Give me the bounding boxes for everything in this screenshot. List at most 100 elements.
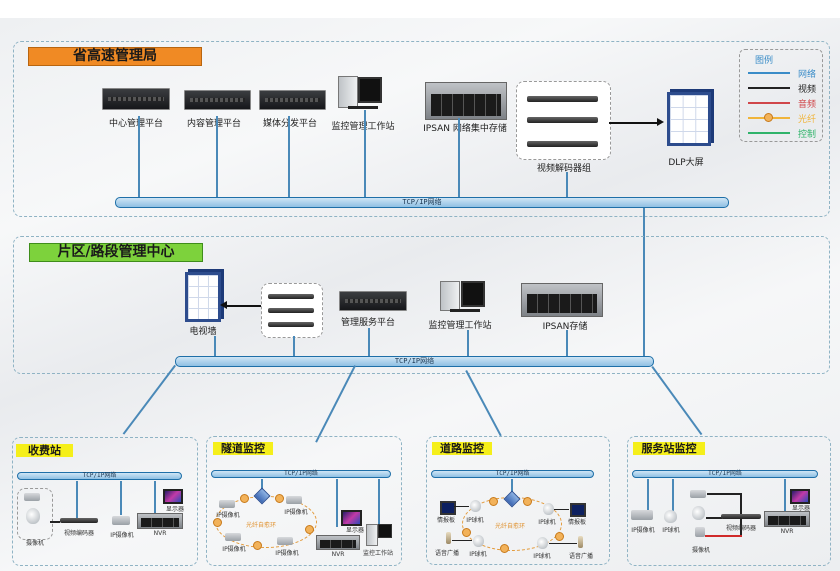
ip-dome-camera-icon [470, 500, 481, 512]
ip-camera-label: IP摄像机 [275, 550, 299, 557]
ip-camera-icon [277, 537, 293, 545]
nvr-label: NVR [153, 530, 167, 537]
network-link [261, 479, 263, 491]
content-mgmt-server-icon [184, 90, 251, 110]
service-tcpip-bus: TCP/IP网络 [632, 470, 818, 478]
tv-wall-icon [185, 272, 221, 322]
tunnel-title: 隧道监控 [213, 442, 273, 455]
ip-dome-label: IP球机 [469, 551, 487, 558]
network-link [364, 110, 366, 198]
ip-dome-label: IP球机 [538, 519, 556, 526]
ip-dome-label: IP球机 [466, 517, 484, 524]
network-link [138, 116, 140, 198]
ip-camera-label: IP摄像机 [284, 509, 308, 516]
fiber-connector-icon [523, 497, 532, 506]
network-link [378, 479, 380, 527]
network-link [511, 479, 513, 492]
fiber-connector-icon [275, 494, 284, 503]
display-label: 显示器 [345, 527, 364, 534]
ip-dome-camera-icon [537, 537, 548, 549]
network-link [566, 330, 568, 356]
legend-label-video: 视频 [798, 85, 817, 95]
network-link [214, 336, 216, 356]
encoder-icon [721, 514, 761, 519]
legend-label-network: 网络 [798, 70, 817, 80]
fiber-connector-icon [462, 528, 471, 537]
regional-ipsan-icon [521, 283, 603, 317]
tunnel-tcpip-bus: TCP/IP网络 [211, 470, 391, 478]
ip-dome-label: IP球机 [533, 553, 551, 560]
video-link [454, 506, 469, 507]
decoder-icon [527, 117, 598, 123]
workstation-keyboard-icon [450, 309, 480, 312]
road-title: 道路监控 [432, 442, 492, 455]
info-board-icon [570, 503, 586, 517]
speaker-icon [446, 532, 451, 544]
bus-label: TCP/IP网络 [82, 472, 117, 479]
fiber-connector-icon [489, 497, 498, 506]
bus-label: TCP/IP网络 [495, 470, 530, 477]
network-link [672, 479, 674, 511]
fiber-ring-label: 光纤自愈环 [246, 522, 277, 529]
regional-tcpip-bus: TCP/IP网络 [175, 356, 654, 367]
bus-label: TCP/IP网络 [394, 357, 435, 365]
network-link [368, 328, 370, 356]
dome-camera-icon [692, 506, 705, 520]
video-arrow-line [609, 122, 659, 124]
legend-line-audio [748, 102, 790, 104]
road-zone [426, 436, 610, 565]
audio-link [549, 543, 577, 544]
workstation-tower-icon [366, 524, 378, 546]
ip-dome-camera-icon [543, 503, 554, 515]
bus-label: TCP/IP网络 [708, 470, 742, 477]
decoder-group-label: 视频解码器组 [536, 164, 591, 174]
toll-tcpip-bus: TCP/IP网络 [17, 472, 182, 480]
decoder-icon [268, 322, 314, 327]
video-link [706, 517, 722, 519]
legend-label-fiber: 光纤 [798, 115, 817, 125]
speaker-label: 语音广播 [568, 553, 593, 560]
workstation-tower-icon [338, 76, 358, 108]
provincial-zone [13, 41, 830, 217]
workstation-monitor-icon [378, 524, 392, 538]
road-tcpip-bus: TCP/IP网络 [431, 470, 594, 478]
legend-line-video [748, 87, 790, 89]
encoder-label: 视频编码器 [63, 530, 94, 537]
network-link [154, 481, 156, 517]
decoder-icon [527, 141, 598, 147]
video-link [707, 493, 741, 495]
regional-title: 片区/路段管理中心 [29, 243, 203, 262]
network-link [784, 479, 786, 511]
mgmt-service-label: 管理服务平台 [340, 318, 395, 328]
dlp-label: DLP大屏 [668, 158, 704, 168]
nvr-icon [316, 535, 360, 550]
network-link [288, 116, 290, 198]
box-camera-icon [24, 493, 40, 501]
fiber-connector-icon [305, 525, 314, 534]
mgmt-service-server-icon [339, 291, 407, 311]
legend-line-network [748, 72, 790, 74]
ipsan-storage-icon [425, 82, 507, 120]
camera-icon [695, 527, 705, 537]
video-link [50, 521, 60, 523]
display-icon [790, 489, 810, 504]
decoder-icon [527, 96, 598, 102]
fiber-connector-icon [500, 544, 509, 553]
decoder-icon [268, 308, 314, 313]
media-dist-label: 媒体分发平台 [262, 119, 317, 129]
network-link [216, 116, 218, 198]
info-board-icon [440, 501, 456, 515]
fiber-connector-icon [764, 113, 773, 122]
regional-ipsan-label: IPSAN存储 [542, 322, 588, 332]
fiber-connector-icon [213, 518, 222, 527]
camera-group-box [17, 488, 53, 540]
bus-label: TCP/IP网络 [284, 470, 318, 477]
ip-dome-label: IP球机 [662, 527, 680, 534]
audio-link [452, 540, 472, 541]
encoder-icon [60, 518, 98, 523]
arrow-left-icon [220, 301, 227, 309]
dlp-screen-icon [667, 92, 711, 146]
ip-camera-icon [219, 500, 235, 508]
workstation-label: 监控管理工作站 [331, 122, 395, 132]
legend-line-control [748, 132, 790, 134]
